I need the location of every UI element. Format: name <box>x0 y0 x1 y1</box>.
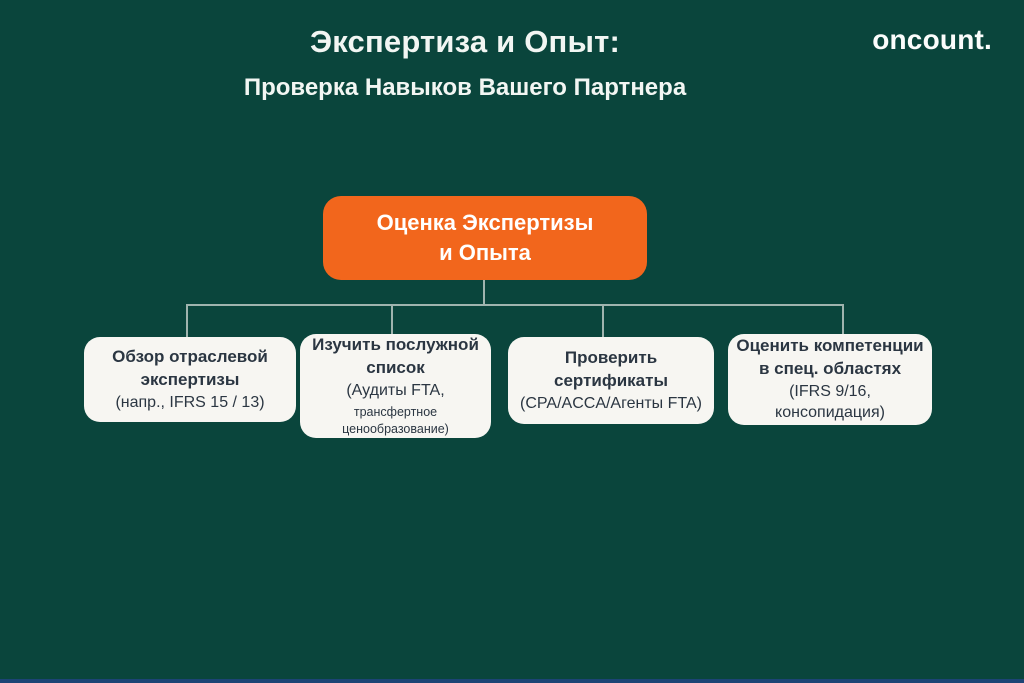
root-node-expertise-assessment: Оценка Экспертизы и Опыта <box>323 196 647 280</box>
connector-horizontal-rail <box>186 304 844 306</box>
node-text-line: Изучить послужной <box>312 335 479 355</box>
title-line-2: Проверка Навыков Вашего Партнера <box>243 74 687 101</box>
node-text-line: Оценить компетенции <box>736 335 924 355</box>
root-node-line-2: и Опыта <box>439 240 531 265</box>
node-text-line: список <box>366 358 425 378</box>
node-text-line: трансфертное ценообразование) <box>342 404 449 436</box>
node-text-line: экспертизы <box>140 369 240 389</box>
root-node-line-1: Оценка Экспертизы <box>376 210 594 236</box>
node-text-line: Проверить <box>564 347 658 367</box>
connector-stub-child-2 <box>391 304 393 336</box>
brand-logo: oncount. <box>872 24 992 55</box>
child-node-certifications: Проверить сертификаты (CPA/ACCA/Агенты F… <box>508 337 714 424</box>
child-node-special-competencies: Оценить компетенции в спец. областях (IF… <box>728 334 932 425</box>
bottom-accent-bar <box>0 679 1024 683</box>
node-text-line: сертификаты <box>554 370 668 390</box>
node-text-line: Обзор отраслевой <box>112 346 268 366</box>
connector-stub-child-3 <box>602 304 604 338</box>
page-title: Экспертиза и Опыт: Проверка Навыков Ваше… <box>0 24 930 102</box>
title-line-1: Экспертиза и Опыт: <box>309 24 621 59</box>
connector-stub-child-1 <box>186 304 188 338</box>
node-text-line: в спец. областях <box>758 358 902 378</box>
child-node-industry-expertise: Обзор отраслевой экспертизы (напр., IFRS… <box>84 337 296 422</box>
node-text-line: (напр., IFRS 15 / 13) <box>115 393 265 411</box>
connector-root-stub <box>483 280 485 306</box>
connector-stub-child-4 <box>842 304 844 336</box>
node-text-line: (Аудиты FTA, <box>346 382 445 400</box>
child-node-track-record: Изучить послужной список (Аудиты FTA, тр… <box>300 334 491 438</box>
node-text-line: (IFRS 9/16, консопидация) <box>775 382 885 422</box>
node-text-line: (CPA/ACCA/Агенты FTA) <box>520 394 702 412</box>
